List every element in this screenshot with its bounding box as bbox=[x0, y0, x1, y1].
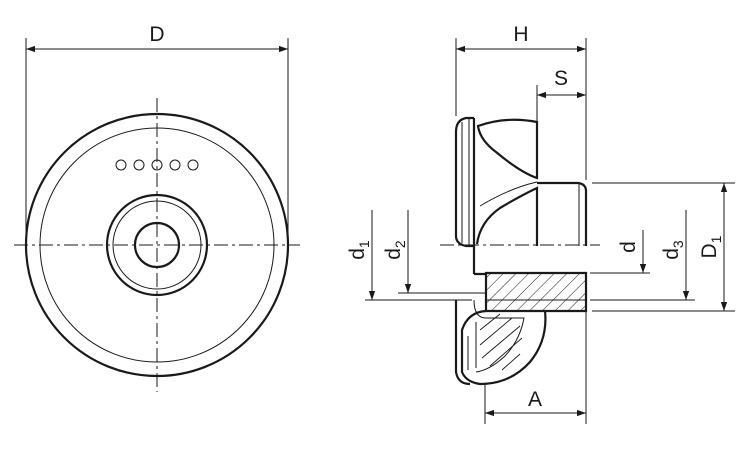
lobe-middle bbox=[479, 181, 538, 207]
dimension-S: S bbox=[536, 67, 586, 122]
label-D: D bbox=[149, 23, 164, 46]
dimension-d2: d2 bbox=[382, 210, 486, 294]
front-view: D bbox=[14, 23, 300, 392]
dimension-A: A bbox=[484, 311, 587, 424]
dimension-D: D bbox=[25, 23, 289, 243]
dimension-d3: d3 bbox=[590, 210, 695, 301]
flange-outline bbox=[454, 116, 474, 248]
label-D1: D1 bbox=[698, 235, 724, 258]
side-view bbox=[440, 116, 600, 386]
lobe-upper bbox=[476, 118, 539, 180]
label-S: S bbox=[554, 67, 568, 90]
body-section bbox=[460, 246, 547, 386]
lobe-lower bbox=[475, 186, 539, 246]
dimension-H: H bbox=[455, 23, 587, 180]
insert-hatched bbox=[486, 273, 586, 311]
label-d3: d3 bbox=[660, 240, 686, 260]
label-d2: d2 bbox=[382, 240, 408, 260]
flange-section bbox=[454, 300, 471, 386]
label-d: d bbox=[617, 241, 640, 253]
label-H: H bbox=[513, 23, 528, 46]
label-A: A bbox=[528, 388, 542, 411]
dimension-d: d bbox=[590, 230, 650, 274]
label-d1: d1 bbox=[346, 240, 372, 260]
dimension-D1: D1 bbox=[592, 182, 735, 312]
hub-outline bbox=[537, 181, 588, 246]
section-hatch-lines bbox=[479, 313, 523, 371]
dimension-d1: d1 bbox=[346, 210, 472, 301]
